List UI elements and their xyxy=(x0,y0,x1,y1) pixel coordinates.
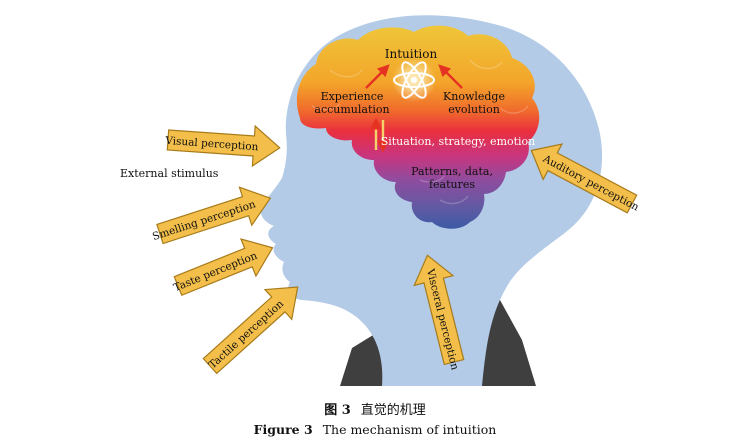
updown-arrows xyxy=(370,117,389,153)
caption-english: Figure 3 The mechanism of intuition xyxy=(0,422,750,437)
taste-perception-arrow: Taste perception xyxy=(172,238,274,297)
label-patterns-2: features xyxy=(429,178,475,191)
brain-folds xyxy=(311,59,529,205)
label-situation: Situation, strategy, emotion xyxy=(381,135,536,148)
label-experience-2: accumulation xyxy=(314,103,389,116)
label-experience-1: Experience xyxy=(321,90,384,103)
atom-icon xyxy=(392,58,436,102)
label-knowledge-1: Knowledge xyxy=(443,90,505,103)
svg-text:Tactile perception: Tactile perception xyxy=(207,298,287,371)
red-arrow-right xyxy=(438,64,463,89)
caption-en-number: Figure 3 xyxy=(253,422,313,437)
caption-en-text: The mechanism of intuition xyxy=(322,422,497,437)
label-knowledge-2: evolution xyxy=(448,103,500,116)
tactile-perception-arrow: Tactile perception xyxy=(202,286,299,375)
caption-zh-number: 图 3 xyxy=(324,403,351,418)
visual-perception-arrow: Visual perception xyxy=(164,124,281,168)
label-intuition: Intuition xyxy=(385,47,438,61)
brain xyxy=(296,25,540,229)
red-arrow-left xyxy=(365,64,390,89)
caption-zh-text: 直觉的机理 xyxy=(360,403,426,418)
label-external-stimulus: External stimulus xyxy=(120,167,219,180)
label-patterns-1: Patterns, data, xyxy=(411,165,493,178)
caption-chinese: 图 3 直觉的机理 xyxy=(0,399,750,418)
